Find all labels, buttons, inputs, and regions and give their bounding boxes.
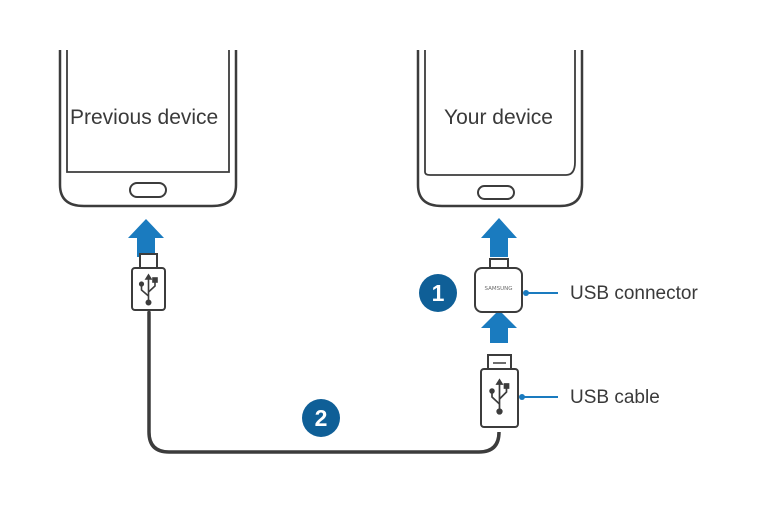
your-device-home-button <box>477 185 515 200</box>
step-badge-2: 2 <box>302 399 340 437</box>
arrow-up-icon <box>481 218 517 257</box>
usb-cable-label: USB cable <box>570 387 660 408</box>
connector-brand-text: SAMSUNG <box>485 286 513 292</box>
cable-callout-line <box>519 394 558 400</box>
previous-device-home-button <box>129 182 167 198</box>
step-badge-1: 1 <box>419 274 457 312</box>
usb-trident-icon <box>138 273 158 306</box>
usb-connector-adapter: SAMSUNG <box>474 258 523 313</box>
connector-callout-line <box>523 290 558 296</box>
usb-a-plug-right <box>480 354 519 428</box>
previous-device-label: Previous device <box>70 106 219 129</box>
arrow-up-icon <box>481 310 517 343</box>
previous-device-phone <box>58 50 238 208</box>
arrow-up-icon <box>128 219 164 257</box>
usb-connector-label: USB connector <box>570 283 698 304</box>
usb-cable-wire <box>147 312 501 454</box>
usb-trident-icon <box>489 378 510 415</box>
your-device-phone <box>416 50 584 208</box>
micro-usb-plug-left <box>131 253 166 316</box>
your-device-label: Your device <box>444 106 553 129</box>
